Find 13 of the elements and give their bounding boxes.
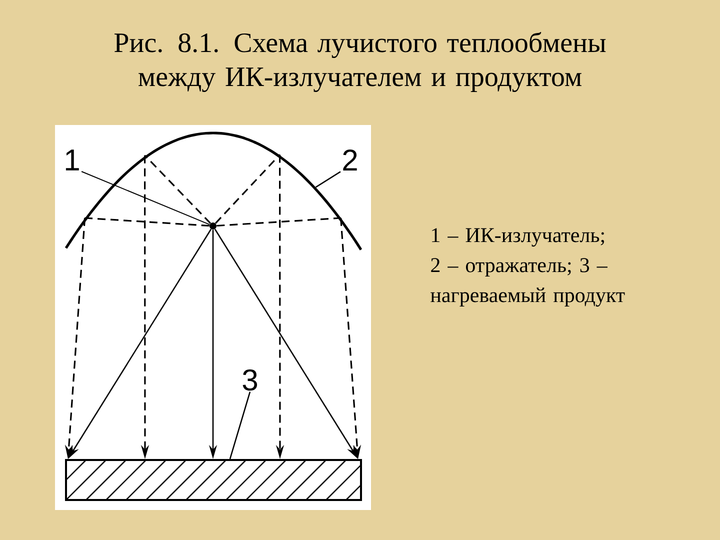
leader-line (315, 171, 341, 188)
ray-line (144, 154, 212, 224)
emitter-dot (210, 222, 216, 230)
reflector-curve (64, 132, 362, 250)
ray-line (214, 154, 280, 224)
callout-number: 3 (242, 369, 258, 391)
leader-line (229, 392, 251, 460)
product-slab (65, 459, 362, 501)
leader-line (81, 171, 210, 226)
legend-text: 1 – ИК-излучатель; 2 – отражатель; 3 – нагреваемый продукт (430, 228, 625, 307)
ray-line (216, 217, 341, 227)
ray-line (84, 217, 210, 227)
title: Рис. 8.1. Схема лучистого теплообмены между ИК-излучателем и продуктом (114, 32, 606, 92)
